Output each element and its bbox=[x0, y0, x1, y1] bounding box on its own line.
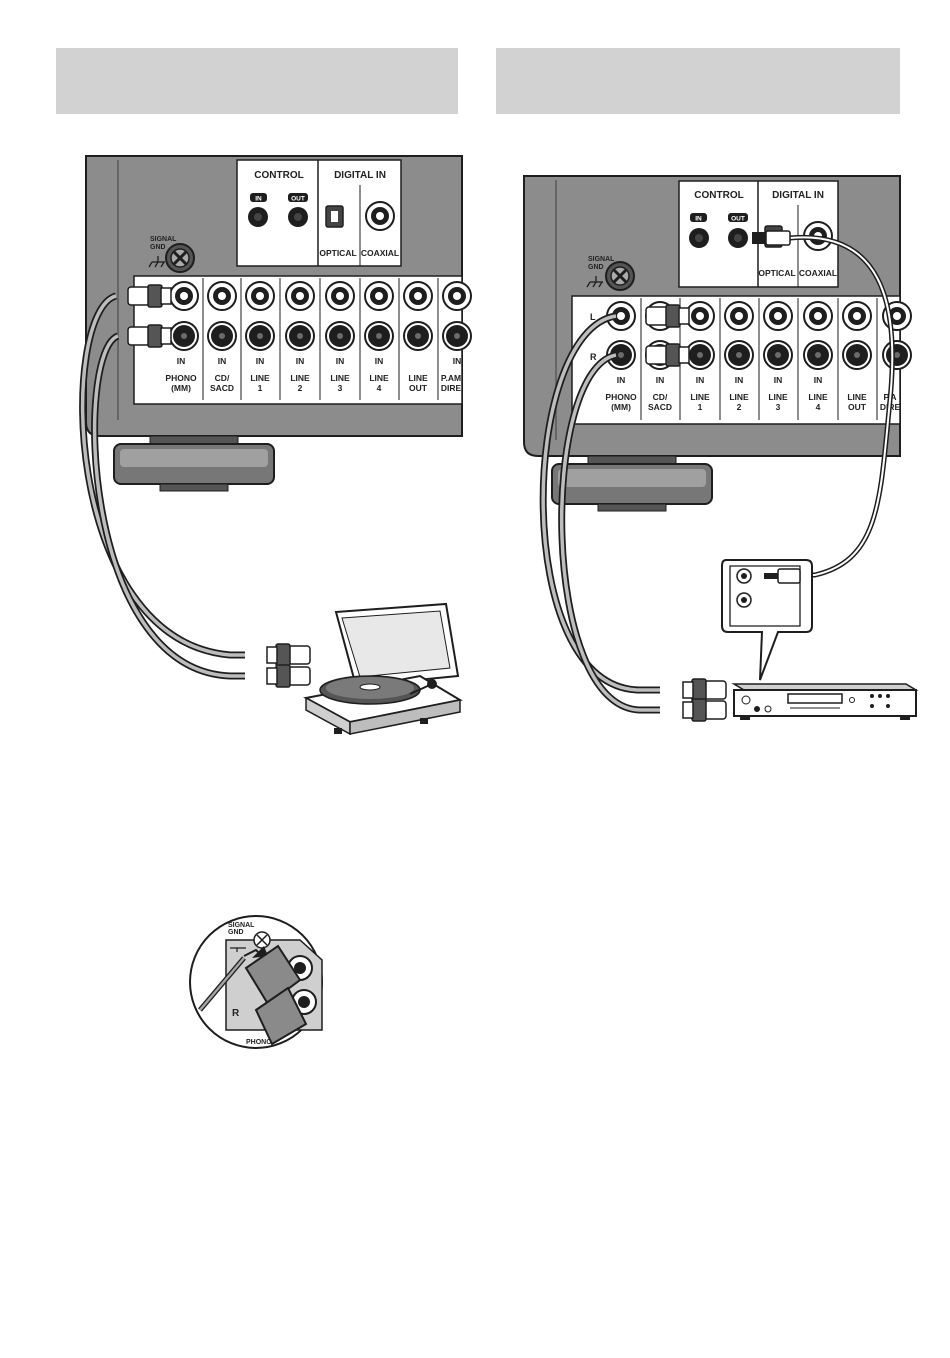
cd-control-callout bbox=[721, 559, 813, 681]
rjack-4-l1: LINE bbox=[768, 392, 788, 402]
rjack-2-in: IN bbox=[696, 375, 705, 385]
detail-gnd: GND bbox=[228, 929, 244, 936]
jack-0-in: IN bbox=[177, 356, 186, 366]
jack-2-l1: LINE bbox=[250, 373, 270, 383]
right-receiver-panel: CONTROL DIGITAL IN IN OUT OPTICAL COAXIA… bbox=[523, 175, 912, 512]
rjack-4-l2: 3 bbox=[776, 402, 781, 412]
jack-7-in: IN bbox=[453, 356, 462, 366]
jack-3-in: IN bbox=[296, 356, 305, 366]
control-label: CONTROL bbox=[254, 170, 303, 181]
jack-5-in: IN bbox=[375, 356, 384, 366]
control-cable bbox=[752, 230, 895, 578]
coaxial-label: COAXIAL bbox=[361, 248, 399, 258]
jack-7-l1: P.AM bbox=[441, 373, 461, 383]
signal-gnd-label-1-right: SIGNAL bbox=[588, 256, 615, 263]
coaxial-label-right: COAXIAL bbox=[799, 268, 837, 278]
left-receiver-panel: CONTROL DIGITAL IN IN OUT OPTICAL COAXIA… bbox=[85, 155, 472, 492]
digital-in-label-right: DIGITAL IN bbox=[772, 190, 824, 201]
jack-2-l2: 1 bbox=[258, 383, 263, 393]
jack-4-l2: 3 bbox=[338, 383, 343, 393]
rjack-2-l1: LINE bbox=[690, 392, 710, 402]
rjack-3-in: IN bbox=[735, 375, 744, 385]
rjack-6-l2: OUT bbox=[848, 402, 867, 412]
jack-columns bbox=[202, 278, 439, 400]
receiver-foot-right bbox=[551, 455, 713, 512]
jack-5-l1: LINE bbox=[369, 373, 389, 383]
rjack-6-l1: LINE bbox=[847, 392, 867, 402]
jack-4-in: IN bbox=[336, 356, 345, 366]
digital-in-label: DIGITAL IN bbox=[334, 170, 386, 181]
control-in-tag: IN bbox=[255, 196, 262, 203]
coaxial-jack[interactable] bbox=[365, 201, 395, 231]
jack-2-in: IN bbox=[256, 356, 265, 366]
rjack-0-l1: PHONO bbox=[605, 392, 637, 402]
side-label-r: R bbox=[590, 352, 597, 362]
ground-symbol-icon bbox=[148, 256, 165, 268]
jack-3-l1: LINE bbox=[290, 373, 310, 383]
jack-1-in: IN bbox=[218, 356, 227, 366]
rjack-0-l2: (MM) bbox=[611, 402, 631, 412]
rjack-5-l1: LINE bbox=[808, 392, 828, 402]
jack-1-l1: CD/ bbox=[215, 373, 230, 383]
jack-7-l2: DIRE bbox=[441, 383, 462, 393]
signal-gnd-label-2-right: GND bbox=[588, 264, 604, 271]
optical-label: OPTICAL bbox=[319, 248, 356, 258]
rjack-3-l2: 2 bbox=[737, 402, 742, 412]
rjack-5-in: IN bbox=[814, 375, 823, 385]
left-section-header bbox=[56, 48, 458, 114]
control-label-right: CONTROL bbox=[694, 190, 743, 201]
ground-symbol-icon-right bbox=[586, 276, 603, 288]
side-label-l: L bbox=[590, 312, 596, 322]
jack-0-l1: PHONO bbox=[165, 373, 197, 383]
jack-labels: IN PHONO (MM) IN CD/ SACD IN LINE 1 IN L… bbox=[165, 356, 461, 393]
rjack-3-l1: LINE bbox=[729, 392, 749, 402]
ground-screw-icon-right[interactable] bbox=[605, 261, 635, 291]
right-section-header bbox=[496, 48, 900, 114]
detail-side-r: R bbox=[232, 1008, 240, 1019]
jack-6-l2: OUT bbox=[409, 383, 428, 393]
rjack-1-in: IN bbox=[656, 375, 665, 385]
optical-label-right: OPTICAL bbox=[758, 268, 795, 278]
cd-rca-cable bbox=[539, 304, 727, 722]
jack-0-l2: (MM) bbox=[171, 383, 191, 393]
signal-gnd-label-2: GND bbox=[150, 244, 166, 251]
turntable-icon bbox=[303, 602, 463, 736]
ground-wire-detail: SIGNAL GND R PHONO bbox=[189, 915, 323, 1049]
rjack-1-l1: CD/ bbox=[653, 392, 668, 402]
jack-3-l2: 2 bbox=[298, 383, 303, 393]
ground-screw-icon[interactable] bbox=[165, 243, 195, 273]
rjack-5-l2: 4 bbox=[816, 402, 821, 412]
cd-player-icon bbox=[731, 683, 919, 720]
detail-phono: PHONO bbox=[246, 1039, 272, 1046]
rjack-4-in: IN bbox=[774, 375, 783, 385]
jack-1-l2: SACD bbox=[210, 383, 234, 393]
rjack-0-in: IN bbox=[617, 375, 626, 385]
detail-signal: SIGNAL bbox=[228, 922, 255, 929]
jack-6-l1: LINE bbox=[408, 373, 428, 383]
rjack-2-l2: 1 bbox=[698, 402, 703, 412]
jack-4-l1: LINE bbox=[330, 373, 350, 383]
rjack-1-l2: SACD bbox=[648, 402, 672, 412]
control-out-tag-right: OUT bbox=[731, 216, 745, 223]
control-in-tag-right: IN bbox=[695, 216, 702, 223]
control-out-tag: OUT bbox=[291, 196, 305, 203]
signal-gnd-label-1: SIGNAL bbox=[150, 236, 177, 243]
jack-5-l2: 4 bbox=[377, 383, 382, 393]
receiver-foot bbox=[113, 435, 275, 492]
phono-rca-cable bbox=[79, 284, 311, 688]
